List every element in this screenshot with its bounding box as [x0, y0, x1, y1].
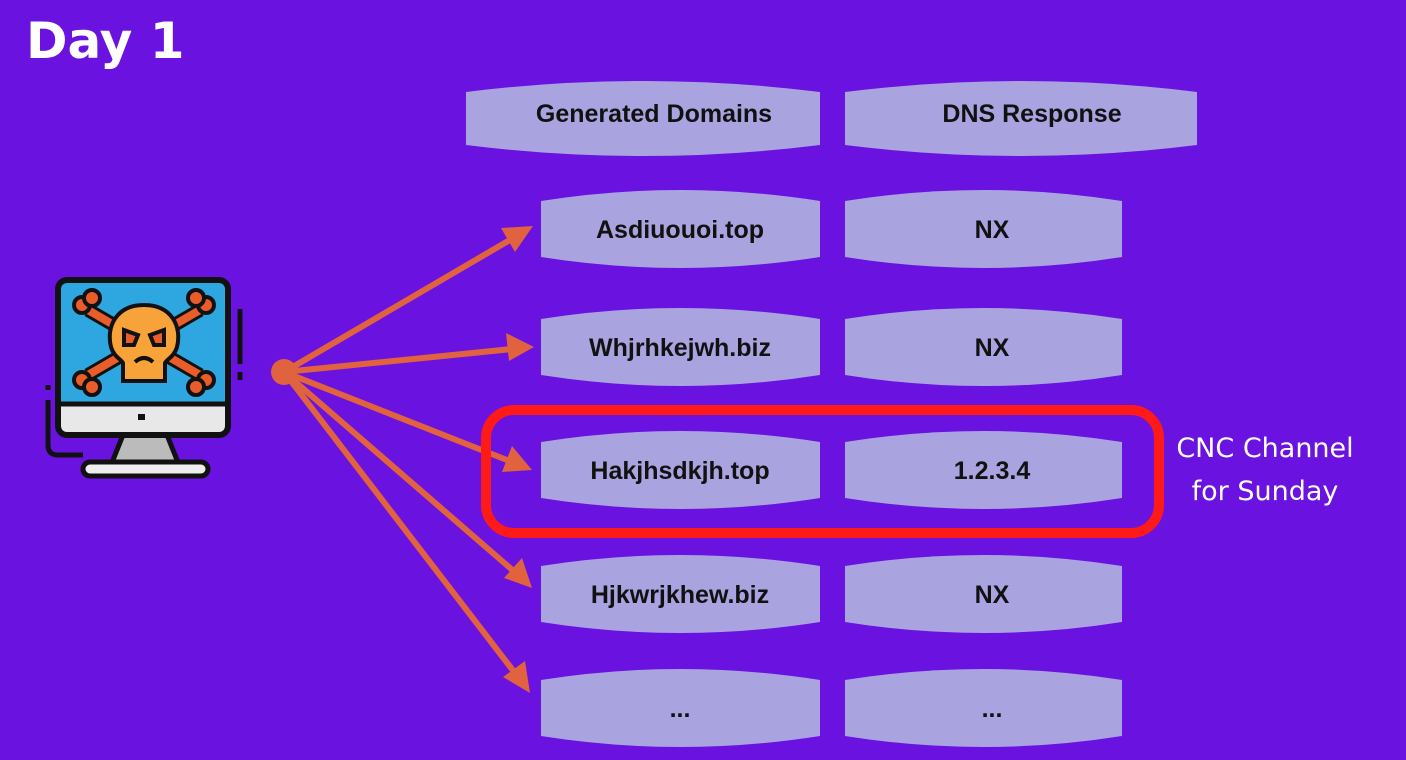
- domain-name: Asdiuouoi.top: [596, 216, 764, 244]
- domain-cell: Hakjhsdkjh.top: [541, 431, 820, 509]
- svg-text:Generated Domains: Generated Domains: [536, 100, 772, 128]
- domain-cell: Asdiuouoi.top: [541, 190, 820, 268]
- domain-cell: ...: [541, 669, 820, 747]
- infected-computer-icon: [45, 277, 243, 479]
- dns-response-value: ...: [982, 695, 1003, 723]
- dns-response-cell: NX: [845, 555, 1122, 633]
- domain-cell: Hjkwrjkhew.biz: [541, 555, 820, 633]
- dns-response-value: NX: [975, 581, 1010, 609]
- dns-response-cell: 1.2.3.4: [845, 431, 1122, 509]
- dns-response-cell: NX: [845, 190, 1122, 268]
- dns-response-value: NX: [975, 216, 1010, 244]
- domain-name: Hjkwrjkhew.biz: [591, 581, 769, 609]
- query-arrows: [271, 226, 534, 693]
- domain-name: ...: [670, 695, 691, 723]
- cnc-annotation-line2: for Sunday: [1192, 476, 1339, 507]
- domain-name: Hakjhsdkjh.top: [590, 457, 769, 485]
- cnc-highlight-box: [481, 405, 1164, 538]
- domain-name: Whjrhkejwh.biz: [589, 334, 771, 362]
- dns-response-cell: NX: [845, 308, 1122, 386]
- svg-text:DNS Response: DNS Response: [942, 100, 1121, 128]
- domain-cell: Whjrhkejwh.biz: [541, 308, 820, 386]
- dns-response-value: NX: [975, 334, 1010, 362]
- cnc-annotation-line1: CNC Channel: [1176, 433, 1353, 464]
- header-generated-domains: Generated Domains: [466, 81, 820, 156]
- dns-response-value: 1.2.3.4: [954, 457, 1031, 485]
- dns-response-cell: ...: [845, 669, 1122, 747]
- page-title: Day 1: [26, 12, 185, 70]
- header-dns-response: DNS Response: [845, 81, 1197, 156]
